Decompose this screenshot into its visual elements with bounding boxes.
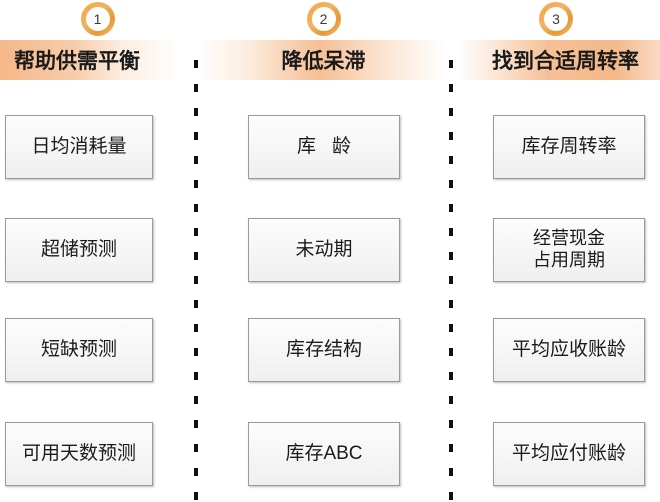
- metric-box-c3-r4[interactable]: 平均应付账龄: [493, 422, 645, 486]
- step-number-3-label: 3: [544, 7, 568, 31]
- metric-label: 库存ABC: [285, 442, 363, 464]
- step-number-badge-3: 3: [452, 2, 660, 40]
- column-title-band-3: 找到合适周转率: [452, 40, 660, 80]
- metric-box-c3-r2[interactable]: 经营现金 占用周期: [493, 218, 645, 282]
- circle-ring-icon: 3: [539, 2, 573, 36]
- metric-box-c1-r3[interactable]: 短缺预测: [5, 318, 153, 382]
- gradient-band-3: [452, 40, 660, 80]
- metric-box-c1-r4[interactable]: 可用天数预测: [5, 422, 153, 486]
- circle-ring-icon: 2: [306, 2, 341, 36]
- metric-box-c1-r1[interactable]: 日均消耗量: [5, 115, 153, 179]
- column-header-3: 3 找到合适周转率: [452, 0, 660, 88]
- metric-label: 未动期: [295, 238, 353, 260]
- metric-box-c3-r1[interactable]: 库存周转率: [493, 115, 645, 179]
- metric-label: 平均应付账龄: [511, 442, 626, 464]
- column-title-2: 降低呆滞: [281, 50, 366, 73]
- metric-label: 经营现金 占用周期: [533, 228, 605, 270]
- column-title-3: 找到合适周转率: [492, 50, 639, 73]
- metric-box-c2-r3[interactable]: 库存结构: [248, 318, 400, 382]
- metric-label: 超储预测: [40, 238, 117, 260]
- metric-label: 库龄: [296, 135, 367, 157]
- metric-box-c2-r2[interactable]: 未动期: [248, 218, 400, 282]
- column-divider-2: [449, 60, 453, 502]
- step-number-badge-1: 1: [0, 2, 195, 40]
- step-number-2-label: 2: [311, 7, 336, 31]
- metric-label: 库存周转率: [521, 135, 617, 157]
- metric-box-c2-r4[interactable]: 库存ABC: [248, 422, 400, 486]
- column-title-band-1: 帮助供需平衡: [0, 40, 195, 80]
- column-title-band-2: 降低呆滞: [197, 40, 450, 80]
- step-number-1-label: 1: [85, 7, 110, 31]
- column-title-1: 帮助供需平衡: [14, 50, 140, 73]
- metric-box-c1-r2[interactable]: 超储预测: [5, 218, 153, 282]
- metric-label: 短缺预测: [40, 338, 117, 360]
- gradient-band-1: [0, 40, 195, 80]
- metric-label: 平均应收账龄: [511, 338, 626, 360]
- metric-label: 可用天数预测: [21, 442, 136, 464]
- metric-label: 日均消耗量: [31, 135, 127, 157]
- metric-box-c2-r1[interactable]: 库龄: [248, 115, 400, 179]
- step-number-badge-2: 2: [197, 2, 450, 40]
- metric-box-c3-r3[interactable]: 平均应收账龄: [493, 318, 645, 382]
- metric-label: 库存结构: [285, 338, 362, 360]
- gradient-band-2: [197, 40, 450, 80]
- column-header-1: 1 帮助供需平衡: [0, 0, 195, 88]
- column-header-2: 2 降低呆滞: [197, 0, 450, 88]
- circle-ring-icon: 1: [80, 2, 115, 36]
- column-divider-1: [194, 60, 198, 502]
